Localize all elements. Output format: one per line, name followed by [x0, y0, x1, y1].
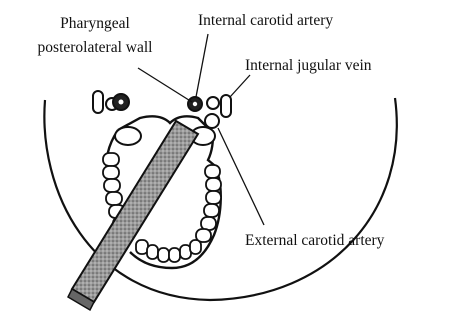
label-internal-carotid-artery: Internal carotid artery — [198, 12, 333, 29]
label-posterolateral-wall: posterolateral wall — [38, 39, 153, 56]
right-teeth — [196, 165, 221, 242]
left-tonsil — [115, 127, 141, 145]
label-internal-jugular-vein: Internal jugular vein — [245, 57, 372, 74]
front-teeth — [136, 240, 201, 262]
label-external-carotid-artery: External carotid artery — [245, 232, 385, 249]
internal-jugular-vein-shape — [221, 95, 231, 117]
label-pharyngeal: Pharyngeal — [60, 15, 130, 32]
right-vessels — [188, 95, 231, 128]
left-vessels — [93, 91, 129, 113]
right-small-vessel — [207, 97, 219, 109]
